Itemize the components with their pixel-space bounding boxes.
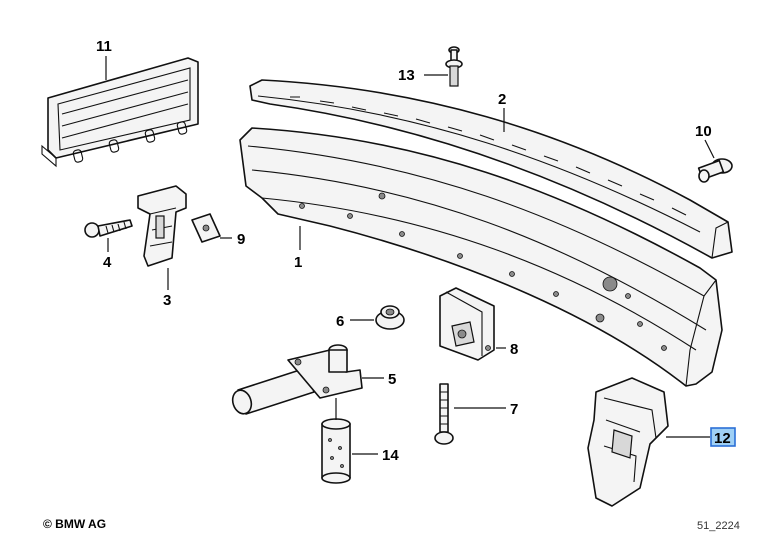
part-10-screw[interactable] bbox=[697, 158, 733, 183]
callout-2[interactable]: 2 bbox=[498, 91, 506, 108]
callout-13[interactable]: 13 bbox=[398, 67, 415, 84]
callout-9[interactable]: 9 bbox=[237, 231, 245, 248]
part-8-mounting-bracket[interactable] bbox=[439, 287, 495, 361]
part-5-impact-absorber[interactable] bbox=[230, 344, 363, 416]
callout-12[interactable]: 12 bbox=[714, 430, 731, 447]
part-11-grille-insert[interactable] bbox=[41, 57, 199, 168]
part-2-bumper-cover-strip[interactable] bbox=[249, 79, 733, 259]
callout-5[interactable]: 5 bbox=[388, 371, 396, 388]
callout-3[interactable]: 3 bbox=[163, 292, 171, 309]
part-6-nut[interactable] bbox=[375, 305, 405, 330]
callout-10[interactable]: 10 bbox=[695, 123, 712, 140]
part-7-bolt[interactable] bbox=[434, 383, 454, 445]
callout-7[interactable]: 7 bbox=[510, 401, 518, 418]
part-3-bracket[interactable] bbox=[137, 185, 187, 267]
part-1-bumper-carrier[interactable] bbox=[239, 127, 723, 387]
part-9-clip-nut[interactable] bbox=[191, 213, 221, 243]
callout-12-highlight bbox=[710, 427, 736, 447]
part-14-sleeve[interactable] bbox=[321, 418, 351, 484]
part-4-screw[interactable] bbox=[84, 219, 133, 238]
callout-6[interactable]: 6 bbox=[336, 313, 344, 330]
callout-11[interactable]: 11 bbox=[96, 38, 112, 55]
callout-14[interactable]: 14 bbox=[382, 447, 399, 464]
callout-labels: 11 13 2 10 9 1 4 3 6 8 5 7 12 14 bbox=[96, 38, 736, 464]
callout-8[interactable]: 8 bbox=[510, 341, 518, 358]
callout-4[interactable]: 4 bbox=[103, 254, 112, 271]
callout-1[interactable]: 1 bbox=[294, 254, 302, 271]
part-12-side-bracket[interactable] bbox=[587, 377, 669, 507]
drawing-number: 51_2224 bbox=[697, 520, 740, 532]
leader-lines bbox=[105, 56, 715, 455]
part-13-bolt[interactable] bbox=[445, 46, 463, 87]
copyright-text: © BMW AG bbox=[43, 517, 107, 531]
